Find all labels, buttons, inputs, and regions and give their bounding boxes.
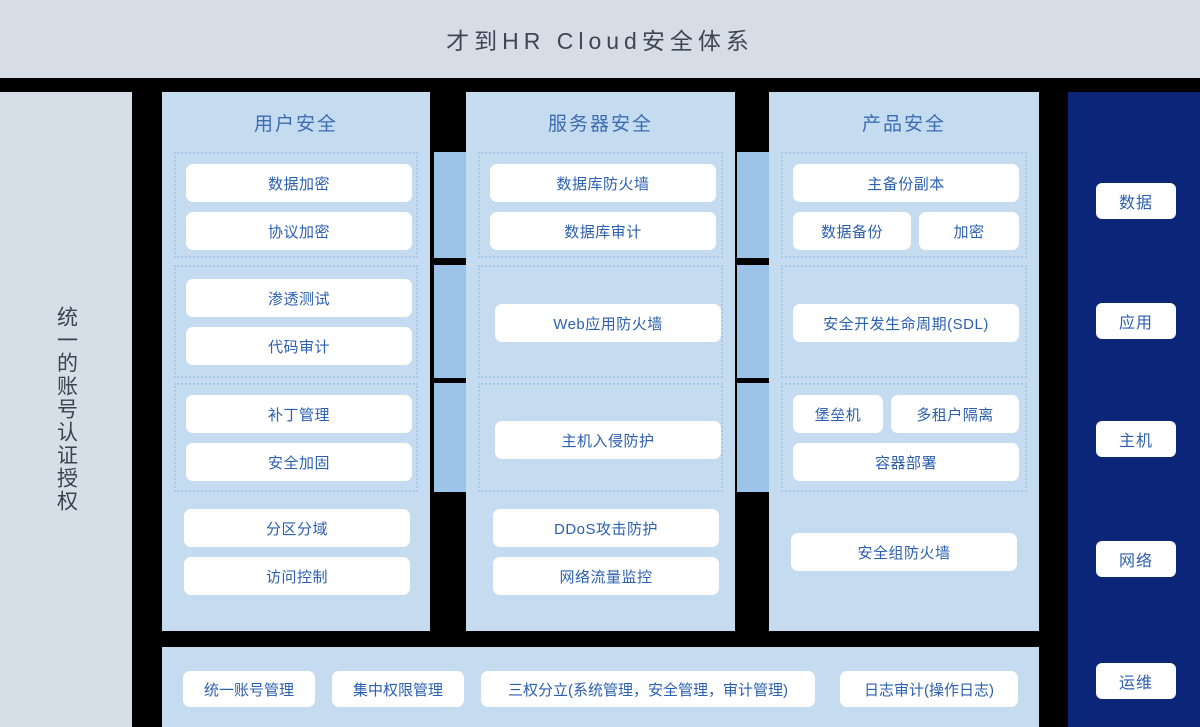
security-column-3: 产品安全主备份副本数据备份加密安全开发生命周期(SDL) 堡垒机多租户隔离容器部署… (769, 92, 1039, 631)
page-title: 才到HR Cloud安全体系 (446, 28, 754, 54)
capability-cell[interactable]: 协议加密 (186, 212, 412, 250)
band-3: 补丁管理安全加固 (174, 383, 418, 492)
capability-cell[interactable]: 分区分域 (184, 509, 410, 547)
capability-cell[interactable]: DDoS攻击防护 (493, 509, 719, 547)
security-column-1: 用户安全数据加密协议加密渗透测试代码审计补丁管理安全加固分区分域访问控制 (162, 92, 430, 631)
band-2: Web应用防火墙 (478, 265, 723, 378)
capability-cell[interactable]: 安全加固 (186, 443, 412, 481)
band-4: 安全组防火墙 (781, 502, 1027, 622)
ops-chip-4[interactable]: 日志审计(操作日志) (840, 671, 1018, 707)
capability-cell[interactable]: 堡垒机 (793, 395, 883, 433)
band-1: 数据加密协议加密 (174, 152, 418, 258)
capability-cell[interactable]: 容器部署 (793, 443, 1019, 481)
layer-chip-3[interactable]: 主机 (1096, 421, 1176, 457)
column-bridge-6 (737, 383, 769, 492)
capability-cell[interactable]: 安全组防火墙 (791, 533, 1017, 571)
capability-cell[interactable]: 渗透测试 (186, 279, 412, 317)
column-title: 服务器安全 (547, 113, 653, 135)
band-1: 数据库防火墙数据库审计 (478, 152, 723, 258)
ops-chip-2[interactable]: 集中权限管理 (332, 671, 464, 707)
ops-chip-3[interactable]: 三权分立(系统管理，安全管理，审计管理) (481, 671, 815, 707)
capability-cell[interactable]: 加密 (919, 212, 1019, 250)
capability-cell[interactable]: 数据库防火墙 (490, 164, 716, 202)
band-1: 主备份副本数据备份加密 (781, 152, 1027, 258)
column-bridge-2 (434, 265, 466, 378)
band-3: 主机入侵防护 (478, 383, 723, 492)
security-column-2: 服务器安全数据库防火墙数据库审计 Web应用防火墙主机入侵防护 DDoS攻击防护网络… (466, 92, 735, 631)
right-rail-layers: 数据应用主机网络运维 (1068, 92, 1200, 727)
capability-cell[interactable]: 主备份副本 (793, 164, 1019, 202)
band-2: 渗透测试代码审计 (174, 265, 418, 378)
capability-cell[interactable]: 安全开发生命周期(SDL) (793, 304, 1019, 342)
left-rail-label: 统一的账号认证授权 (54, 306, 78, 513)
column-title: 产品安全 (861, 113, 946, 135)
layer-chip-5[interactable]: 运维 (1096, 663, 1176, 699)
ops-chip-1[interactable]: 统一账号管理 (183, 671, 315, 707)
layer-chip-4[interactable]: 网络 (1096, 541, 1176, 577)
page-header: 才到HR Cloud安全体系 (0, 0, 1200, 78)
band-2: 安全开发生命周期(SDL) (781, 265, 1027, 378)
capability-cell[interactable]: Web应用防火墙 (495, 304, 721, 342)
bottom-bar-operations: 统一账号管理集中权限管理三权分立(系统管理，安全管理，审计管理) 日志审计(操作日… (162, 647, 1039, 727)
capability-cell[interactable]: 补丁管理 (186, 395, 412, 433)
column-title: 用户安全 (253, 113, 338, 135)
capability-cell[interactable]: 访问控制 (184, 557, 410, 595)
layer-chip-2[interactable]: 应用 (1096, 303, 1176, 339)
column-bridge-5 (737, 265, 769, 378)
capability-cell[interactable]: 多租户隔离 (891, 395, 1019, 433)
capability-cell[interactable]: 主机入侵防护 (495, 421, 721, 459)
capability-cell[interactable]: 数据加密 (186, 164, 412, 202)
band-4: DDoS攻击防护网络流量监控 (478, 502, 723, 622)
column-bridge-1 (434, 152, 466, 258)
left-rail-unified-account: 统一的账号认证授权 (0, 92, 132, 727)
capability-cell[interactable]: 代码审计 (186, 327, 412, 365)
band-3: 堡垒机多租户隔离容器部署 (781, 383, 1027, 492)
capability-cell[interactable]: 网络流量监控 (493, 557, 719, 595)
capability-cell[interactable]: 数据库审计 (490, 212, 716, 250)
band-4: 分区分域访问控制 (174, 502, 418, 622)
capability-cell[interactable]: 数据备份 (793, 212, 911, 250)
column-bridge-3 (434, 383, 466, 492)
column-bridge-4 (737, 152, 769, 258)
layer-chip-1[interactable]: 数据 (1096, 183, 1176, 219)
